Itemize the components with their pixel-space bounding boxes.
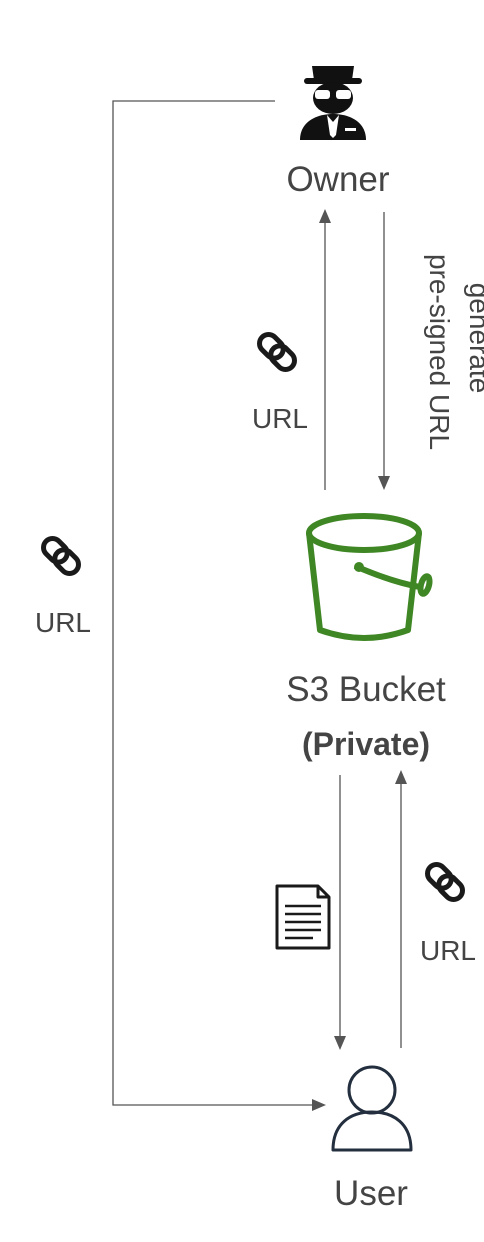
link-icon — [424, 861, 466, 903]
user-to-bucket-arrow — [395, 770, 407, 1048]
presigned-url-label: pre-signed URL — [424, 254, 455, 450]
user-url-label: URL — [420, 935, 476, 966]
user-label: User — [334, 1174, 408, 1213]
generate-label-group: generate — [464, 283, 484, 394]
owner-to-bucket-arrow — [378, 212, 390, 490]
bucket-to-user-arrow — [334, 775, 346, 1050]
s3-bucket-icon — [306, 513, 433, 641]
link-icon — [256, 331, 298, 373]
owner-label: Owner — [286, 160, 389, 199]
bucket-to-owner-arrow — [319, 209, 331, 490]
generate-label: generate — [464, 283, 484, 394]
owner-url-label: URL — [252, 403, 308, 434]
bucket-sublabel: (Private) — [302, 726, 430, 762]
owner-to-user-arrow — [112, 100, 326, 1111]
user-icon — [331, 1065, 413, 1152]
left-url-label: URL — [35, 607, 91, 638]
presigned-url-label-group: pre-signed URL — [424, 254, 455, 450]
bucket-label: S3 Bucket — [286, 670, 446, 709]
document-icon — [275, 884, 331, 950]
owner-icon — [300, 66, 366, 140]
link-icon — [40, 535, 82, 577]
